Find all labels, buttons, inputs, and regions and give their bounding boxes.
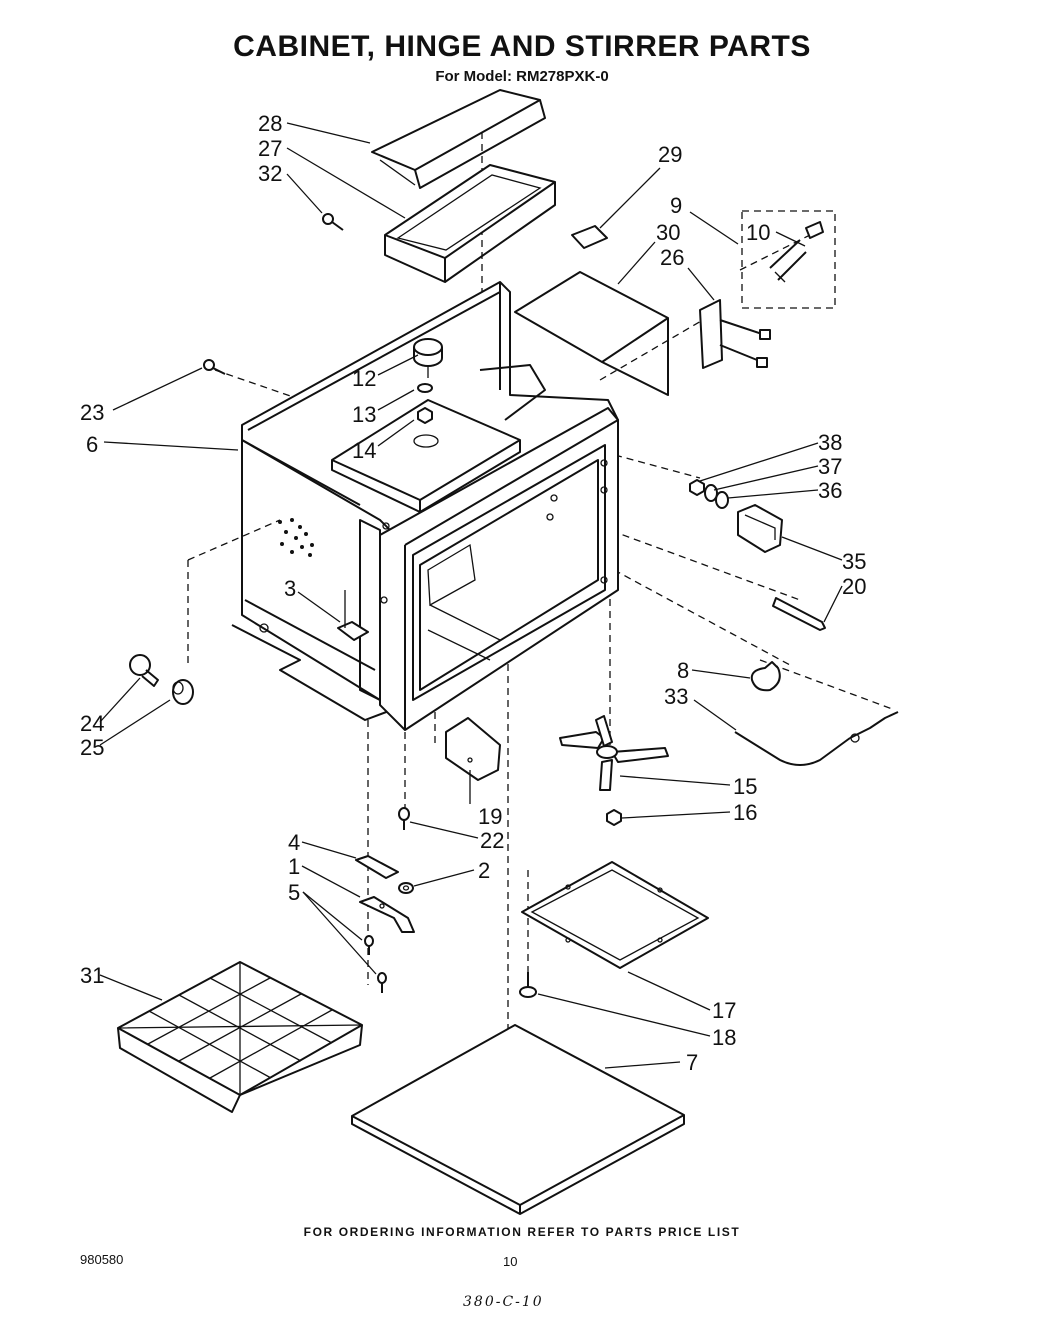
callout-7: 7 [686,1050,698,1075]
document-number: 980580 [80,1252,124,1267]
part-8-cap [750,661,781,692]
leader-lines [187,120,896,1110]
callout-19: 19 [478,804,502,829]
part-25-lamp-socket [172,679,194,705]
part-33-probe-cable [734,711,899,766]
callout-arrows [99,122,843,1069]
callout-8: 8 [677,658,689,683]
callout-12: 12 [352,366,376,391]
callout-38: 38 [818,430,842,455]
part-1-hinge [359,896,415,933]
part-16-nut [606,809,622,826]
part-4-hinge-plate [355,855,399,879]
part-22-screw [398,807,410,830]
callout-17: 17 [712,998,736,1023]
part-13-washer [417,383,433,393]
callout-15: 15 [733,774,757,799]
model-subtitle: For Model: RM278PXK-0 [435,68,609,85]
callout-2: 2 [478,858,490,883]
part-27-vent-duct [384,164,556,283]
part-12-stirrer-motor [413,338,443,378]
callout-10: 10 [746,220,770,245]
page-title: CABINET, HINGE AND STIRRER PARTS [233,30,811,63]
part-2-washer [398,882,414,894]
part-14-nut [417,407,433,424]
callout-25: 25 [80,735,104,760]
callout-6: 6 [86,432,98,457]
part-18-foot [519,972,537,998]
callout-18: 18 [712,1025,736,1050]
part-15-stirrer-blade [559,715,669,791]
callout-27: 27 [258,136,282,161]
cabinet-front-frame [359,407,619,731]
part-38-nut [689,479,705,496]
part-7-bottom-plate [351,1024,685,1215]
handwritten-note: 380-C-10 [463,1294,544,1310]
callout-28: 28 [258,111,282,136]
part-19-cover-plate [445,717,501,781]
callout-4: 4 [288,830,300,855]
callout-13: 13 [352,402,376,427]
callout-37: 37 [818,454,842,479]
part-17-tray-frame [521,861,709,969]
part-29-clip [571,225,608,249]
part-30-insulation-sheet [514,271,669,396]
callout-33: 33 [664,684,688,709]
part-35-switch [737,504,783,553]
part-23-screw [203,359,226,375]
callout-22: 22 [480,828,504,853]
callout-29: 29 [658,142,682,167]
callout-31: 31 [80,963,104,988]
callout-5: 5 [288,880,300,905]
callout-16: 16 [733,800,757,825]
callout-1: 1 [288,854,300,879]
part-37-lockwasher [704,484,718,502]
callout-30: 30 [656,220,680,245]
callout-20: 20 [842,574,866,599]
part-31-grid-rack [117,961,363,1113]
callout-24: 24 [80,711,104,736]
callout-32: 32 [258,161,282,186]
part-20-rod [772,597,826,631]
callout-3: 3 [284,576,296,601]
callout-labels: 28 27 32 29 9 10 30 26 12 23 13 6 14 38 … [80,111,866,1075]
callout-36: 36 [818,478,842,503]
callout-9: 9 [670,193,682,218]
part-3-bracket [337,590,369,641]
callout-23: 23 [80,400,104,425]
part-5-screws [364,935,387,993]
ordering-info-footer: FOR ORDERING INFORMATION REFER TO PARTS … [303,1225,741,1239]
vent-holes [278,518,314,557]
part-24-lamp [129,654,159,687]
callout-26: 26 [660,245,684,270]
part-9-10-connector-box [741,210,836,309]
callout-35: 35 [842,549,866,574]
part-32-screw [322,213,344,231]
page-number: 10 [503,1254,518,1269]
callout-14: 14 [352,438,376,463]
part-28-top-cover [371,89,546,189]
part-26-interlock-switch [699,299,771,369]
part-36-washer [715,491,729,509]
